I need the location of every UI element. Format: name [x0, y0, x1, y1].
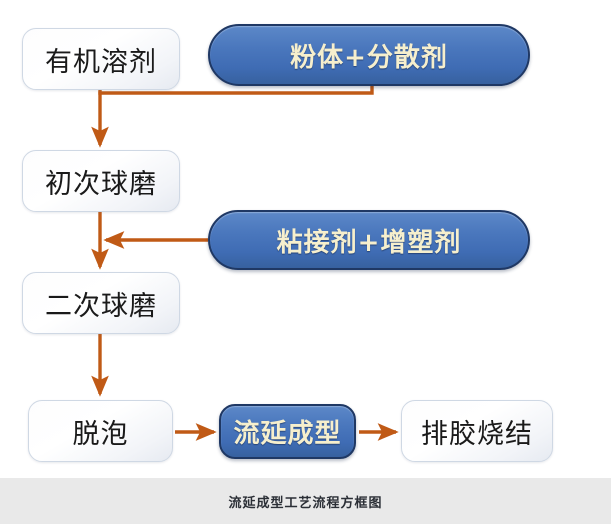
node-powder-dispersant[interactable]: 粉体+分散剂 [208, 24, 530, 86]
node-label-powder-dispersant: 粉体+分散剂 [290, 42, 448, 73]
node-label-debinding-sintering: 排胶烧结 [421, 418, 533, 450]
node-binder-plasticizer[interactable]: 粘接剂+增塑剂 [208, 210, 530, 270]
node-label-degassing: 脱泡 [72, 418, 129, 450]
node-organic-solvent[interactable]: 有机溶剂 [22, 28, 180, 90]
node-degassing[interactable]: 脱泡 [28, 400, 173, 462]
node-debinding-sintering[interactable]: 排胶烧结 [401, 400, 553, 462]
node-label-second-ball-milling: 二次球磨 [45, 290, 157, 322]
node-first-ball-milling[interactable]: 初次球磨 [22, 150, 180, 212]
caption-bar: 流延成型工艺流程方框图 [0, 478, 611, 524]
node-label-binder-plasticizer: 粘接剂+增塑剂 [276, 227, 462, 258]
node-label-tape-casting: 流延成型 [233, 419, 342, 449]
diagram-caption: 流延成型工艺流程方框图 [228, 495, 383, 511]
node-label-first-ball-milling: 初次球磨 [45, 168, 157, 200]
node-second-ball-milling[interactable]: 二次球磨 [22, 272, 180, 334]
node-label-organic-solvent: 有机溶剂 [45, 46, 157, 78]
node-tape-casting[interactable]: 流延成型 [219, 404, 356, 459]
